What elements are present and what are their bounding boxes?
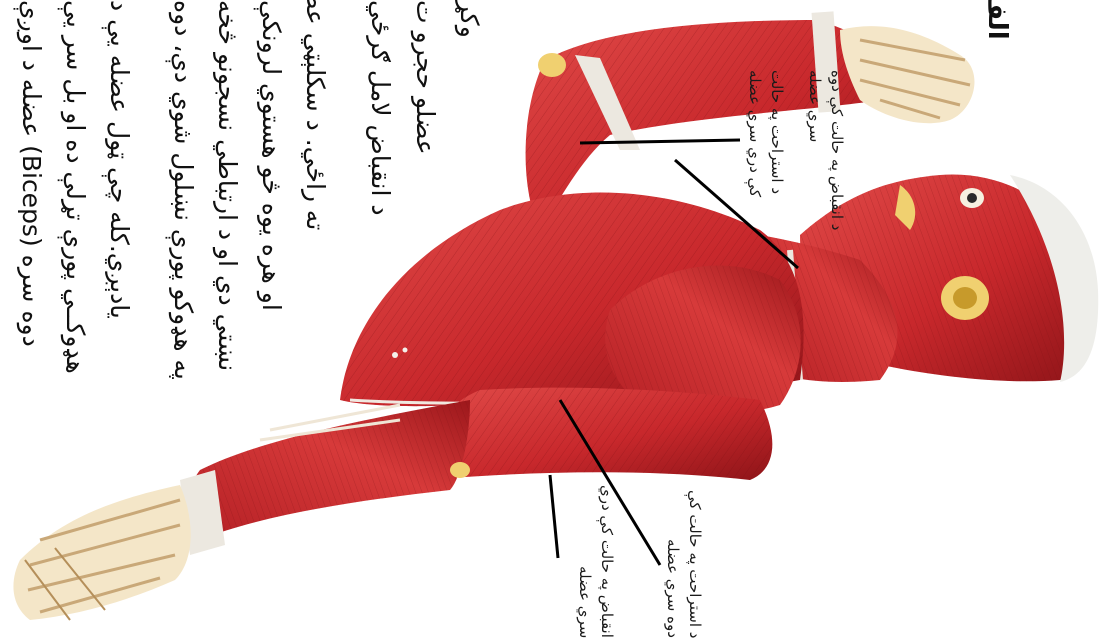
leader-line-triceps-bottom: [550, 475, 558, 558]
body-text-line-2: هډوکــي پورې تړلې ده او بل سر یې: [52, 0, 88, 380]
label-top-right-line-3: د استراحت په حالت: [762, 70, 784, 290]
body-text-line-4: په هډوکو پورې نښلول شوي دې، دوه: [160, 0, 196, 380]
label-bottom-right-line-4: سري عضله: [570, 428, 592, 638]
body-text-line-5: نښتي دي او د ارتباطي نسجونو څخه: [204, 0, 240, 380]
label-top-right-line-4: کې دري سري عضله: [740, 70, 762, 290]
label-bottom-right-line-1: د استراحت په حالت کې: [680, 428, 702, 638]
body-text-line-6: او هره یوه څو هستوي لرونکې: [248, 0, 284, 330]
chest: [340, 193, 804, 414]
label-top-right-line-2: سري عضله: [800, 70, 822, 290]
body-text-line-7: ته راځي. د سکلېټي عضلو: [292, 0, 328, 230]
body-text-line-1: دوه سره (Biceps) عضله د اوږې: [8, 0, 44, 380]
body-text-line-8: د انقباض لامل ګرځي: [357, 0, 393, 250]
body-text-line-10: وکړ: [446, 0, 482, 60]
section-heading: الف: [976, 0, 1010, 40]
leader-line-biceps-top: [580, 140, 740, 143]
label-bottom-right-line-2: دوه سري عضله: [658, 428, 680, 638]
body-text-line-9: عضلو حجرو ت: [402, 0, 438, 180]
label-top-right-line-1: د انقباض په حالت کې دوه: [822, 70, 844, 290]
body-text-line-3: یادېږي.کله چې ټول عضله یې د: [96, 0, 132, 380]
label-bottom-right-line-3: انقباض په حالت کې دري: [592, 428, 614, 638]
